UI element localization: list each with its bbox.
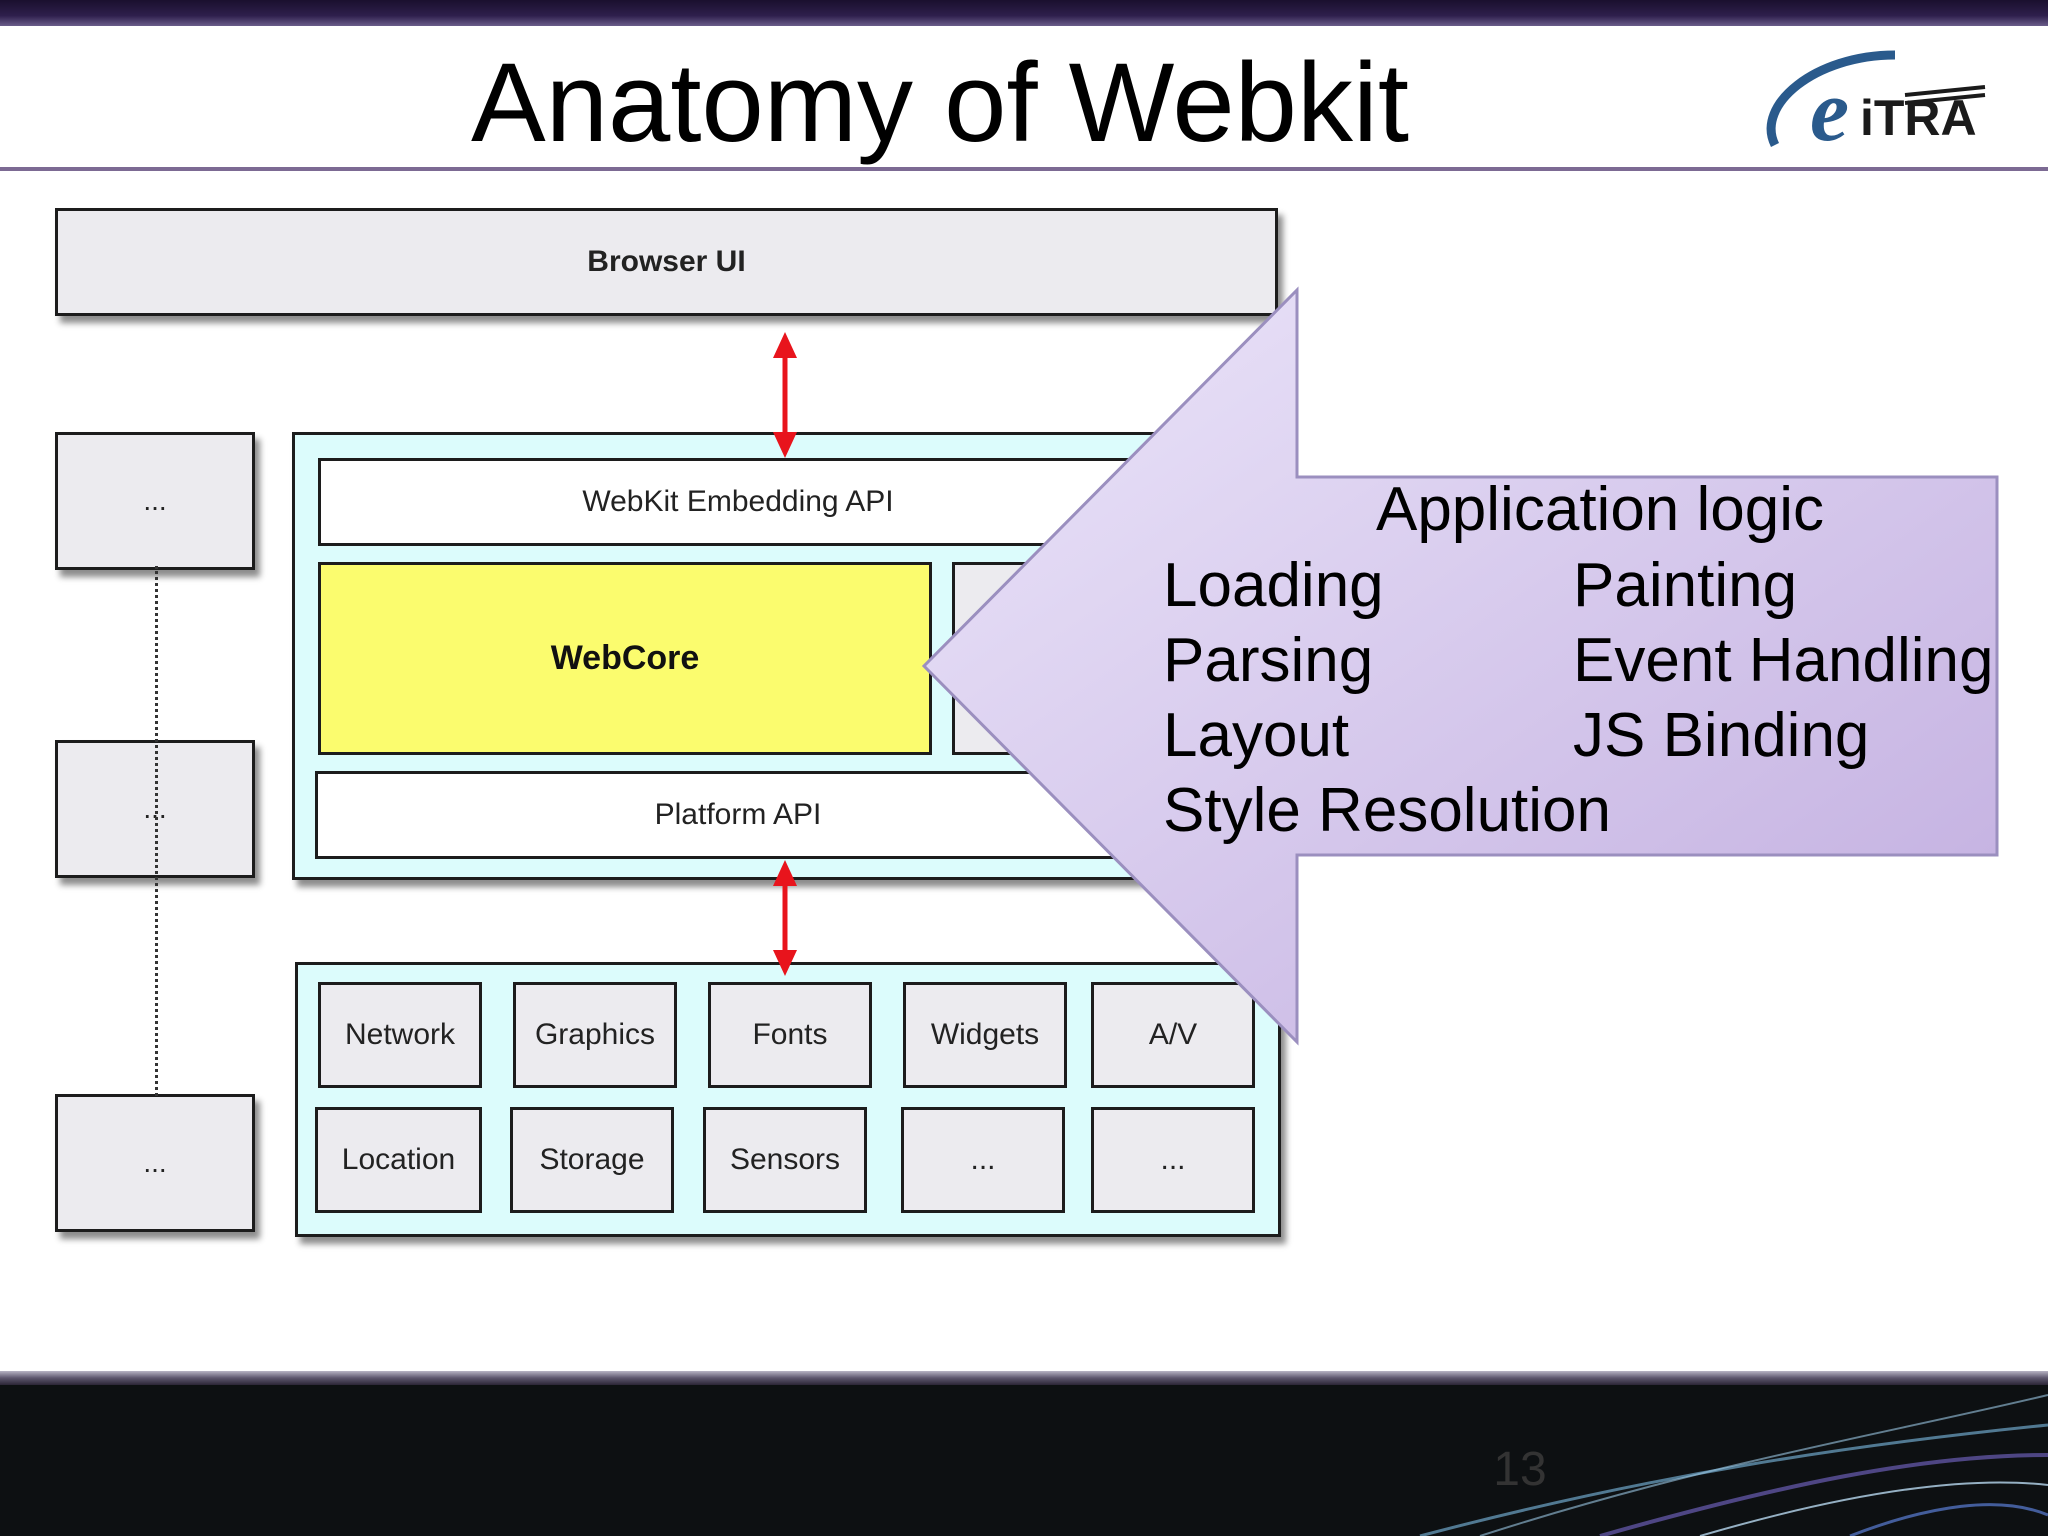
- platform-api-box: Platform API: [315, 771, 1161, 859]
- webkit-embedding-api-box: WebKit Embedding API: [318, 458, 1158, 546]
- side-box-3: ...: [55, 1094, 255, 1232]
- arrow-head-up: [773, 860, 797, 886]
- light-streak: [1419, 1423, 2048, 1536]
- callout-item-layout: Layout: [1163, 701, 1350, 770]
- component-sensors: Sensors: [703, 1107, 867, 1213]
- slide-title: Anatomy of Webkit: [471, 40, 1409, 165]
- light-streak: [1479, 1394, 2048, 1536]
- component-more-1: ...: [901, 1107, 1065, 1213]
- component-graphics: Graphics: [513, 982, 677, 1088]
- side-box-1: ...: [55, 432, 255, 570]
- component-more-2: ...: [1091, 1107, 1255, 1213]
- light-streak: [1599, 1453, 2048, 1536]
- logo-stripe: [1904, 93, 1986, 105]
- callout-item-painting: Painting: [1573, 551, 1798, 620]
- component-network: Network: [318, 982, 482, 1088]
- component-av: A/V: [1091, 982, 1255, 1088]
- footer-divider: [0, 1371, 2048, 1385]
- eitra-logo: e iTRA: [1755, 35, 1995, 160]
- component-storage: Storage: [510, 1107, 674, 1213]
- component-widgets: Widgets: [903, 982, 1067, 1088]
- arrow-head-down: [773, 950, 797, 976]
- logo-swoosh: [1766, 50, 1896, 148]
- arrow-head-up: [773, 332, 797, 358]
- title-divider: [0, 167, 2048, 171]
- arrow-browser-to-webkit: [773, 332, 797, 458]
- callout-item-parsing: Parsing: [1163, 626, 1374, 695]
- arrow-head-down: [773, 432, 797, 458]
- logo-graphic: e iTRA: [1766, 50, 1986, 160]
- component-location: Location: [315, 1107, 482, 1213]
- webcore-box: WebCore: [318, 562, 932, 755]
- page-number: 13: [1493, 1443, 1547, 1496]
- browser-ui-box: Browser UI: [55, 208, 1278, 316]
- arrow-webkit-to-platform: [773, 860, 797, 976]
- javascriptcore-box: [952, 562, 1112, 755]
- footer-light-streaks: [1419, 1394, 2048, 1536]
- callout-item-js-binding: JS Binding: [1573, 701, 1870, 770]
- callout-item-loading: Loading: [1163, 551, 1384, 620]
- logo-mark: e: [1810, 63, 1849, 155]
- light-streak: [1849, 1503, 2048, 1536]
- side-dotted-connector: [155, 566, 158, 1096]
- component-fonts: Fonts: [708, 982, 872, 1088]
- callout-item-event-handling: Event Handling: [1573, 626, 1994, 695]
- footer-bar: [0, 1385, 2048, 1536]
- callout-heading: Application logic: [1375, 475, 1825, 544]
- light-streak: [1699, 1481, 2048, 1536]
- logo-stripe: [1904, 85, 1986, 97]
- logo-text: iTRA: [1860, 90, 1977, 146]
- top-decoration-bar: [0, 0, 2048, 26]
- callout-item-style-resolution: Style Resolution: [1163, 776, 1612, 845]
